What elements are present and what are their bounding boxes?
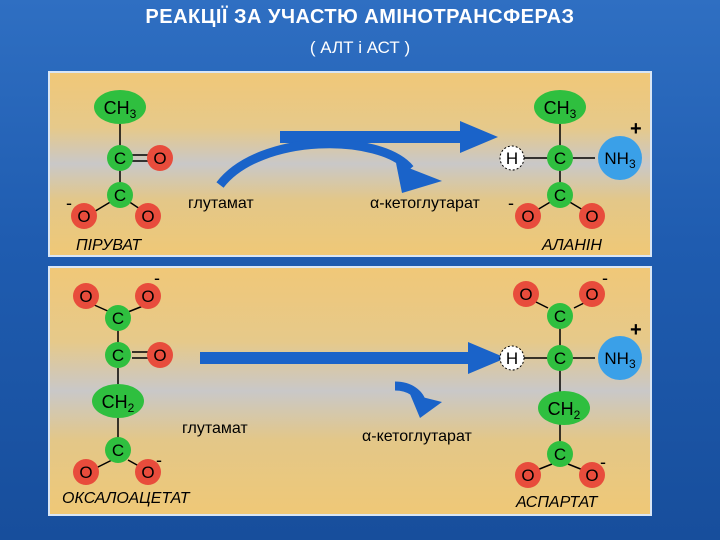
oxygen-atom-right-top-1: O: [513, 281, 539, 307]
page-subtitle: ( АЛТ і АСТ ): [309, 38, 411, 57]
hydrogen-atom-right-2: H: [499, 345, 525, 371]
svg-text:CH2: CH2: [102, 392, 135, 415]
oxygen-atom-left-top-2: O: [135, 283, 161, 309]
ch2-atom-left: CH2: [92, 384, 144, 418]
svg-text:O: O: [141, 463, 154, 482]
ch3-atom-left: CH3: [94, 90, 146, 124]
reaction-1-diagram: CH3 C O C O O -: [66, 90, 642, 229]
carbon-atom-left-2: C: [107, 182, 133, 208]
svg-text:CH3: CH3: [104, 98, 137, 121]
hydrogen-atom-right: H: [499, 145, 525, 171]
oxygen-atom-left-mid: O: [147, 342, 173, 368]
reaction-panel-ast: O O - C C O CH2 C O: [48, 266, 652, 516]
svg-text:C: C: [554, 149, 566, 168]
oxygen-atom-right-2: O: [579, 203, 605, 229]
svg-text:C: C: [554, 445, 566, 464]
svg-text:O: O: [519, 285, 532, 304]
minus-charge-left: -: [66, 193, 72, 213]
minus-charge-right: -: [508, 193, 514, 213]
carbon-atom-left-c: C: [105, 437, 131, 463]
carbon-atom-left-a: C: [105, 305, 131, 331]
svg-text:O: O: [585, 207, 598, 226]
aspartate-bonds: [522, 299, 595, 473]
svg-text:C: C: [112, 346, 124, 365]
svg-text:NH3: NH3: [604, 149, 636, 171]
svg-text:O: O: [521, 466, 534, 485]
svg-text:O: O: [521, 207, 534, 226]
carbon-atom-right-b: C: [547, 345, 573, 371]
svg-text:H: H: [506, 349, 518, 368]
svg-text:C: C: [114, 149, 126, 168]
compound-name-oxaloacetate: ОКСАЛОАЦЕТАТ: [62, 490, 190, 507]
oxygen-atom-left-bot-2: O: [135, 459, 161, 485]
svg-text:NH3: NH3: [604, 349, 636, 371]
svg-text:C: C: [554, 186, 566, 205]
carbon-atom-left-b: C: [105, 342, 131, 368]
svg-text:H: H: [506, 149, 518, 168]
svg-text:CH2: CH2: [548, 399, 581, 422]
compound-name-alanine: АЛАНІН: [542, 237, 602, 254]
ch3-atom-right: CH3: [534, 90, 586, 124]
svg-text:O: O: [79, 463, 92, 482]
oxygen-atom-left-1: O: [147, 145, 173, 171]
reaction-2-diagram: O O - C C O CH2 C O: [73, 268, 642, 488]
compound-name-pyruvate: ПІРУВАТ: [76, 237, 142, 254]
minus-charge-right-top: -: [602, 268, 608, 288]
svg-text:O: O: [153, 149, 166, 168]
compound-name-aspartate: АСПАРТАТ: [516, 494, 598, 511]
carbon-atom-left-1: C: [107, 145, 133, 171]
minus-charge-right-bot: -: [600, 452, 606, 472]
svg-text:C: C: [554, 307, 566, 326]
oxygen-atom-right-bot-2: O: [579, 462, 605, 488]
oxygen-atom-right-1: O: [515, 203, 541, 229]
oxygen-atom-left-3: O: [135, 203, 161, 229]
ch2-atom-right: CH2: [538, 391, 590, 425]
reagent-ketoglutarate-2: α-кетоглутарат: [362, 428, 472, 445]
svg-text:O: O: [79, 287, 92, 306]
reaction-arrow-1: [216, 121, 498, 193]
svg-text:O: O: [585, 285, 598, 304]
amine-group-right-2: NH3: [598, 336, 642, 380]
reaction-panel-alt: CH3 C O C O O -: [48, 71, 652, 257]
svg-text:O: O: [141, 287, 154, 306]
svg-text:O: O: [153, 346, 166, 365]
oxygen-atom-right-top-2: O: [579, 281, 605, 307]
plus-charge-right-2: +: [630, 319, 642, 341]
oxygen-atom-left-bot-1: O: [73, 459, 99, 485]
reaction-arrow-2: [200, 342, 506, 418]
svg-text:C: C: [114, 186, 126, 205]
carbon-atom-right-1: C: [547, 145, 573, 171]
carbon-atom-right-a: C: [547, 303, 573, 329]
minus-charge-left-top: -: [154, 268, 160, 288]
svg-text:O: O: [141, 207, 154, 226]
carbon-atom-right-2: C: [547, 182, 573, 208]
carbon-atom-right-c: C: [547, 441, 573, 467]
svg-text:O: O: [585, 466, 598, 485]
svg-text:CH3: CH3: [544, 98, 577, 121]
amine-group-right: NH3: [598, 136, 642, 180]
svg-text:C: C: [112, 441, 124, 460]
reagent-glutamate-1: глутамат: [188, 195, 254, 212]
plus-charge-right: +: [630, 118, 642, 140]
minus-charge-left-bot: -: [156, 450, 162, 470]
oxygen-atom-left-top-1: O: [73, 283, 99, 309]
page-title: РЕАКЦІЇ ЗА УЧАСТЮ АМІНОТРАНСФЕРАЗ: [145, 6, 575, 28]
oxygen-atom-left-2: O: [71, 203, 97, 229]
reagent-ketoglutarate-1: α-кетоглутарат: [370, 195, 480, 212]
svg-text:C: C: [112, 309, 124, 328]
svg-text:C: C: [554, 349, 566, 368]
reagent-glutamate-2: глутамат: [182, 420, 248, 437]
oxygen-atom-right-bot-1: O: [515, 462, 541, 488]
svg-text:O: O: [77, 207, 90, 226]
